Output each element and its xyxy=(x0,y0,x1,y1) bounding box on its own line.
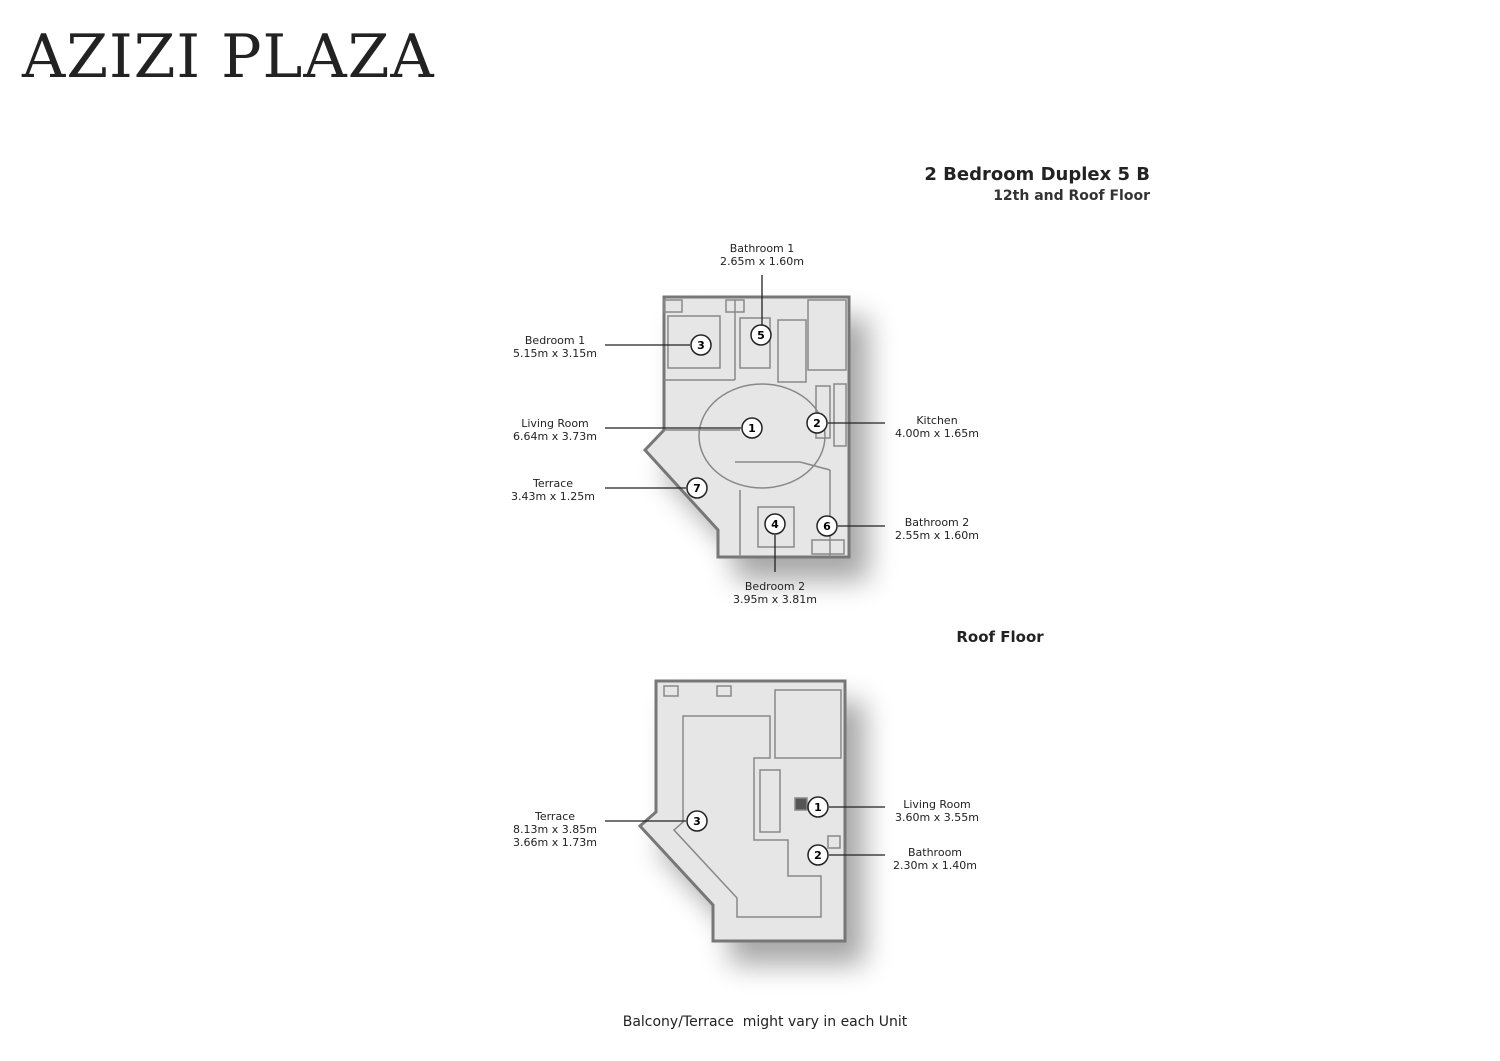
room-marker-5: 5 xyxy=(750,324,772,346)
svg-text:1: 1 xyxy=(748,422,756,435)
svg-text:3: 3 xyxy=(693,815,701,828)
room-marker-1: 1 xyxy=(741,417,763,439)
roof-marker-2: 2 xyxy=(807,844,829,866)
roof-marker-1: 1 xyxy=(807,796,829,818)
svg-text:3: 3 xyxy=(697,339,705,352)
brand-logo: AZIZI PLAZA xyxy=(22,22,435,92)
terrace-note: Balcony/Terrace might vary in each Unit xyxy=(622,1014,908,1030)
svg-text:6: 6 xyxy=(823,520,831,533)
svg-text:4: 4 xyxy=(771,518,779,531)
svg-text:7: 7 xyxy=(693,482,701,495)
leader-lines xyxy=(605,275,885,856)
room-marker-3: 3 xyxy=(690,334,712,356)
svg-text:5: 5 xyxy=(757,329,765,342)
svg-text:1: 1 xyxy=(814,801,822,814)
svg-text:2: 2 xyxy=(814,849,822,862)
room-marker-6: 6 xyxy=(816,515,838,537)
unit-title: 2 Bedroom Duplex 5 B xyxy=(924,164,1150,185)
roof-floor-title: Roof Floor xyxy=(956,628,1044,646)
svg-text:2: 2 xyxy=(813,417,821,430)
roof-marker-3: 3 xyxy=(686,810,708,832)
room-marker-7: 7 xyxy=(686,477,708,499)
room-marker-2: 2 xyxy=(806,412,828,434)
room-marker-4: 4 xyxy=(764,513,786,535)
unit-subtitle: 12th and Roof Floor xyxy=(993,188,1150,204)
roof-floor-plan xyxy=(637,679,847,943)
